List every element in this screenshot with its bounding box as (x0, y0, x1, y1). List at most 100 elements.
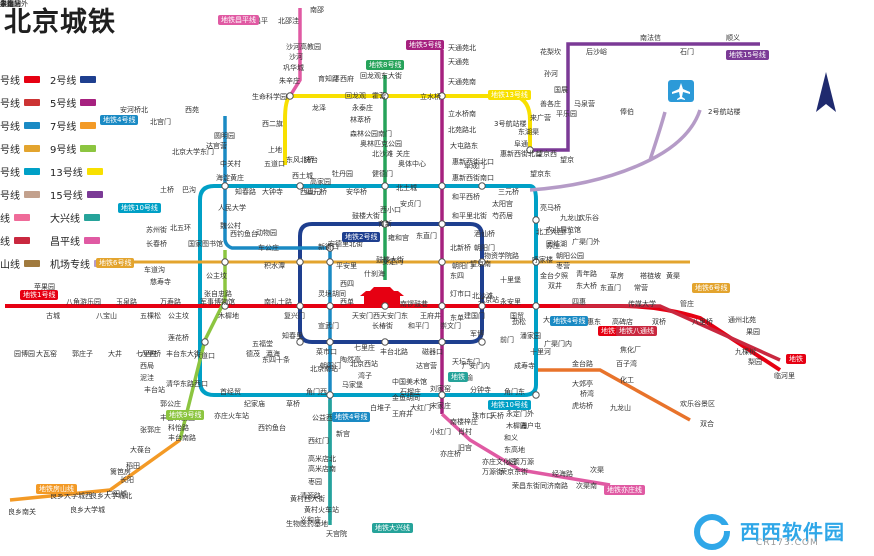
legend-label: 9号线 (50, 145, 77, 156)
transfer-station-marker (478, 258, 486, 266)
station-label: 沙河高教园 (286, 43, 321, 51)
station-label: 平西府 (333, 75, 354, 83)
station-label: 角门东 (504, 388, 525, 396)
line-badge: 地铁昌平线 (218, 15, 259, 25)
legend-swatch (24, 99, 40, 106)
station-label: 动物园 (256, 229, 277, 237)
station-label: 青年路 (576, 270, 597, 278)
legend-swatch (24, 145, 40, 152)
line-badge: 地铁4号线 (550, 316, 589, 326)
station-label: 大葆台 (130, 446, 151, 454)
legend-item: 5号线 (50, 95, 97, 111)
station-label: 六道口 (194, 352, 215, 360)
station-label: 八宝山 (96, 312, 117, 320)
station-label: 义和庄 (300, 516, 321, 524)
station-label: 桥湾 (580, 390, 594, 398)
station-label: 传媒大学 (628, 300, 656, 308)
station-label: 东湖渠 (518, 128, 539, 136)
legend-label: 线 (0, 214, 10, 225)
station-label: 公主坟 (206, 272, 227, 280)
station-label: 东四十条 (262, 356, 290, 364)
station-label: 大井 (108, 350, 122, 358)
station-label: 四惠东 (580, 318, 601, 326)
legend-label: 昌平线 (50, 237, 80, 248)
station-label: 丰台站 (144, 386, 165, 394)
transfer-station-marker (326, 391, 334, 399)
legend-item: 13号线 (50, 164, 103, 180)
station-label: 草房 (610, 272, 624, 280)
station-label: 北京南站 (310, 365, 338, 373)
station-label: 良乡大学城北 (90, 492, 132, 500)
station-label: 积水潭 (264, 262, 285, 270)
station-label: 人民大学 (218, 204, 246, 212)
station-label: 南锣鼓巷 (400, 300, 428, 308)
station-label: 将台 (304, 156, 318, 164)
legend-label: 号线 (0, 168, 20, 179)
station-label: 四元桥 (306, 188, 327, 196)
station-label: 大郊亭 (572, 380, 593, 388)
station-label: 朱辛庄 (279, 77, 300, 85)
line-2-track (298, 222, 484, 344)
station-label: 郭庄子 (72, 350, 93, 358)
station-label: 北京大学东门 (172, 148, 214, 156)
station-label: 欢乐谷 (578, 214, 599, 222)
station-label: 土桥 (160, 186, 174, 194)
station-label: 北京西站 (350, 360, 378, 368)
station-label: 八角游乐园 (66, 298, 101, 306)
legend-item: 2号线 (50, 72, 97, 88)
station-label: 木樨园 (506, 422, 527, 430)
line-badge: 地铁13号线 (488, 90, 531, 100)
line-badge: 地铁10号线 (118, 203, 161, 213)
station-label: 九棵树 (735, 348, 756, 356)
station-label: 车道沟 (144, 266, 165, 274)
transfer-station-marker (532, 391, 540, 399)
station-label: 大屯路东 (450, 142, 478, 150)
station-label: 天坛东门 (452, 358, 480, 366)
station-label: 百子湾 (616, 360, 637, 368)
line-badge: 地铁亦庄线 (604, 485, 645, 495)
legend-swatch (24, 260, 40, 267)
changping-line-track (288, 8, 302, 97)
station-label: 西苑 (185, 106, 199, 114)
station-label: 天宫院 (326, 530, 347, 538)
station-label: 丰台东大街 (166, 350, 201, 358)
legend-label: 号线 (0, 191, 20, 202)
station-label: 2号航站楼 (708, 108, 741, 116)
transfer-station-marker (326, 338, 334, 346)
station-label: 北沙滩 (472, 292, 493, 300)
station-label: 临河里 (774, 372, 795, 380)
station-label: 雍和宫 (388, 234, 409, 242)
airplane-icon (668, 80, 694, 102)
yizhuang-line-track (440, 412, 611, 487)
station-label: 永安里 (500, 298, 521, 306)
line-15-track (530, 42, 760, 152)
station-label: 沙河 (289, 53, 303, 61)
transfer-station-marker (532, 216, 540, 224)
station-label: 阜成门 (464, 162, 485, 170)
transfer-station-marker (381, 182, 389, 190)
watermark-site: CR173.COM (756, 538, 819, 548)
line-badge: 地铁4号线 (332, 412, 371, 422)
station-label: 阜通 (514, 140, 528, 148)
transfer-station-marker (478, 182, 486, 190)
station-label: 小红门 (430, 428, 451, 436)
station-label: 北新桥 (450, 244, 471, 252)
station-label: 东四 (450, 272, 464, 280)
station-label: 朝阳公园 (556, 252, 584, 260)
line-badge: 地铁9号线 (166, 410, 205, 420)
station-label: 枣园 (308, 478, 322, 486)
line-9-track (178, 250, 227, 441)
station-label: 关庄 (396, 150, 410, 158)
legend-swatch (14, 237, 30, 244)
station-label: 望京 (560, 156, 574, 164)
station-label: 虎坊桥 (572, 402, 593, 410)
station-label: 南礼士路 (264, 298, 292, 306)
transfer-station-marker (326, 258, 334, 266)
station-label: 西局 (140, 362, 154, 370)
station-label: 马家堡 (342, 381, 363, 389)
line-7-track (538, 368, 691, 422)
legend-item: 号线 (0, 118, 40, 134)
transfer-station-marker (438, 258, 446, 266)
